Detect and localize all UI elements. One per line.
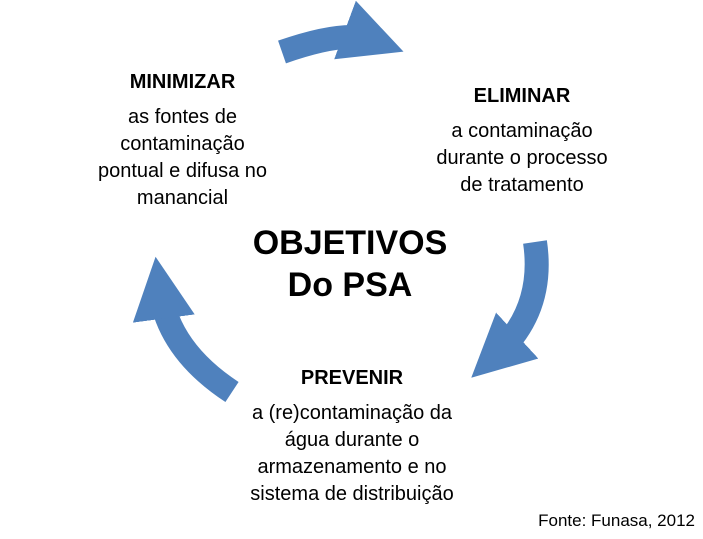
- step-description: as fontes de contaminação pontual e difu…: [70, 104, 295, 212]
- arrow-right: [471, 240, 549, 378]
- step-description-line: sistema de distribuição: [250, 483, 454, 505]
- step-description: a (re)contaminação da água durante o arm…: [222, 400, 482, 508]
- step-description-line: pontual e difusa no: [97, 160, 268, 182]
- step-heading: ELIMINAR: [473, 85, 571, 107]
- step-description-line: a contaminação: [451, 120, 593, 142]
- step-eliminar: ELIMINAR a contaminação durante o proces…: [412, 84, 632, 199]
- diagram-title: OBJETIVOS Do PSA: [230, 222, 470, 306]
- step-description-line: água durante o: [284, 429, 420, 451]
- diagram-title-line: OBJETIVOS: [252, 224, 448, 262]
- step-description-line: manancial: [136, 187, 229, 209]
- step-description-line: durante o processo: [436, 147, 608, 169]
- source-caption: Fonte: Funasa, 2012: [538, 511, 695, 530]
- arrow-left: [132, 256, 239, 403]
- step-minimizar: MINIMIZAR as fontes de contaminação pont…: [70, 70, 295, 212]
- step-description-line: armazenamento e no: [257, 456, 447, 478]
- step-description: a contaminação durante o processo de tra…: [412, 118, 632, 199]
- step-description-line: as fontes de: [128, 106, 237, 128]
- step-description-line: contaminação: [120, 133, 245, 155]
- step-prevenir: PREVENIR a (re)contaminação da água dura…: [222, 366, 482, 508]
- step-heading: MINIMIZAR: [129, 71, 236, 93]
- step-heading: PREVENIR: [300, 367, 404, 389]
- arrow-top: [278, 0, 404, 64]
- step-description-line: a (re)contaminação da: [251, 402, 453, 424]
- diagram-title-line: Do PSA: [287, 266, 413, 304]
- step-description-line: de tratamento: [460, 174, 584, 196]
